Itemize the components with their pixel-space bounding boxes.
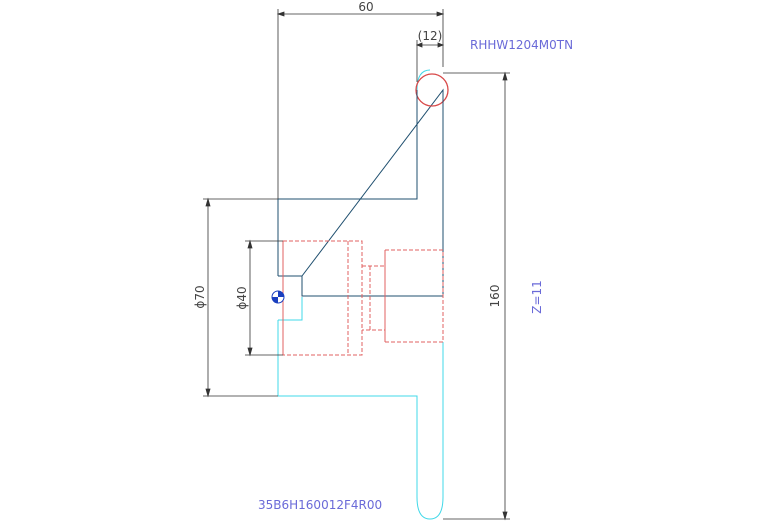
dim-insert-12: (12) [418,29,443,43]
hidden-lines [282,240,444,356]
part-code-label: 35B6H160012F4R00 [258,498,382,512]
center-mark-icon [271,290,285,304]
teeth-count-label: Z=11 [530,280,544,314]
dim-diameter-40: ϕ40 [235,286,249,309]
insert-circle [415,73,449,107]
insert-code-label: RHHW1204M0TN [470,38,573,52]
dimension-lines [203,9,510,521]
dim-width-60: 60 [358,0,373,14]
dim-diameter-70: ϕ70 [193,285,207,308]
cutter-outline-upper [277,88,444,297]
dim-height-160: 160 [488,285,502,308]
cutter-outline-lower [277,69,444,520]
